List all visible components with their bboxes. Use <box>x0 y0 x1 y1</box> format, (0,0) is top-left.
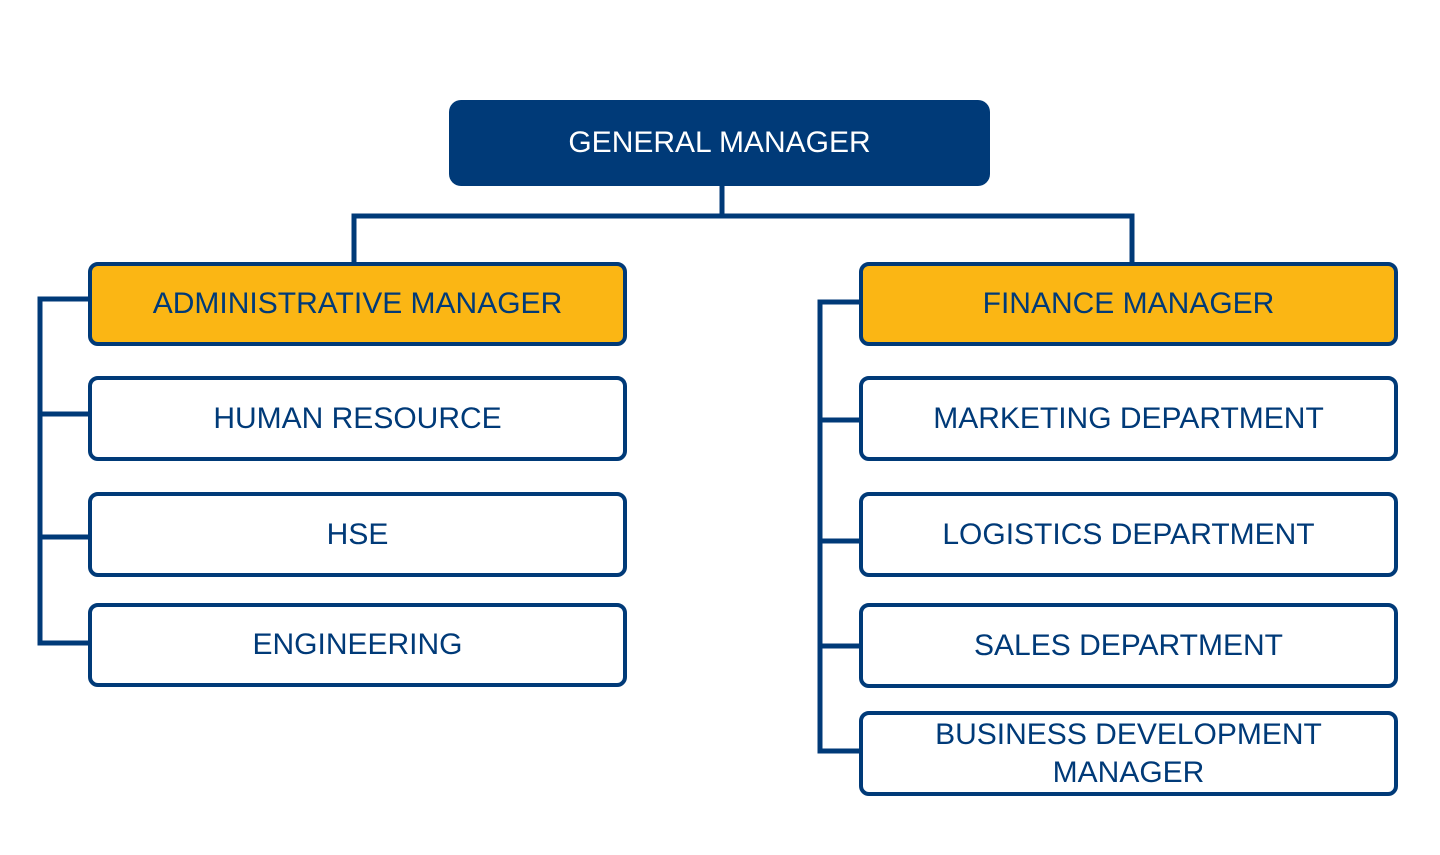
department-label: HSE <box>326 517 389 551</box>
left-branch-connector <box>37 296 90 646</box>
administrative-manager-box: ADMINISTRATIVE MANAGER <box>88 262 627 346</box>
department-label: MARKETING DEPARTMENT <box>933 401 1324 435</box>
finance-manager-label: FINANCE MANAGER <box>982 287 1275 320</box>
general-manager-label: GENERAL MANAGER <box>568 126 871 159</box>
department-label: BUSINESS DEVELOPMENT MANAGER <box>935 718 1322 789</box>
department-box-hse: HSE <box>88 492 627 577</box>
department-box-human-resource: HUMAN RESOURCE <box>88 376 627 461</box>
department-box-business-development: BUSINESS DEVELOPMENT MANAGER <box>859 711 1398 796</box>
department-box-marketing: MARKETING DEPARTMENT <box>859 376 1398 461</box>
department-label: SALES DEPARTMENT <box>974 628 1283 662</box>
department-box-sales: SALES DEPARTMENT <box>859 603 1398 688</box>
department-box-logistics: LOGISTICS DEPARTMENT <box>859 492 1398 577</box>
department-label: HUMAN RESOURCE <box>213 401 502 435</box>
finance-manager-box: FINANCE MANAGER <box>859 262 1398 346</box>
department-box-engineering: ENGINEERING <box>88 603 627 687</box>
general-manager-box: GENERAL MANAGER <box>449 100 990 186</box>
root-connector <box>351 186 1135 262</box>
right-branch-connector <box>817 299 861 754</box>
department-label: ENGINEERING <box>252 628 463 661</box>
administrative-manager-label: ADMINISTRATIVE MANAGER <box>152 287 563 320</box>
department-label: LOGISTICS DEPARTMENT <box>942 517 1315 551</box>
